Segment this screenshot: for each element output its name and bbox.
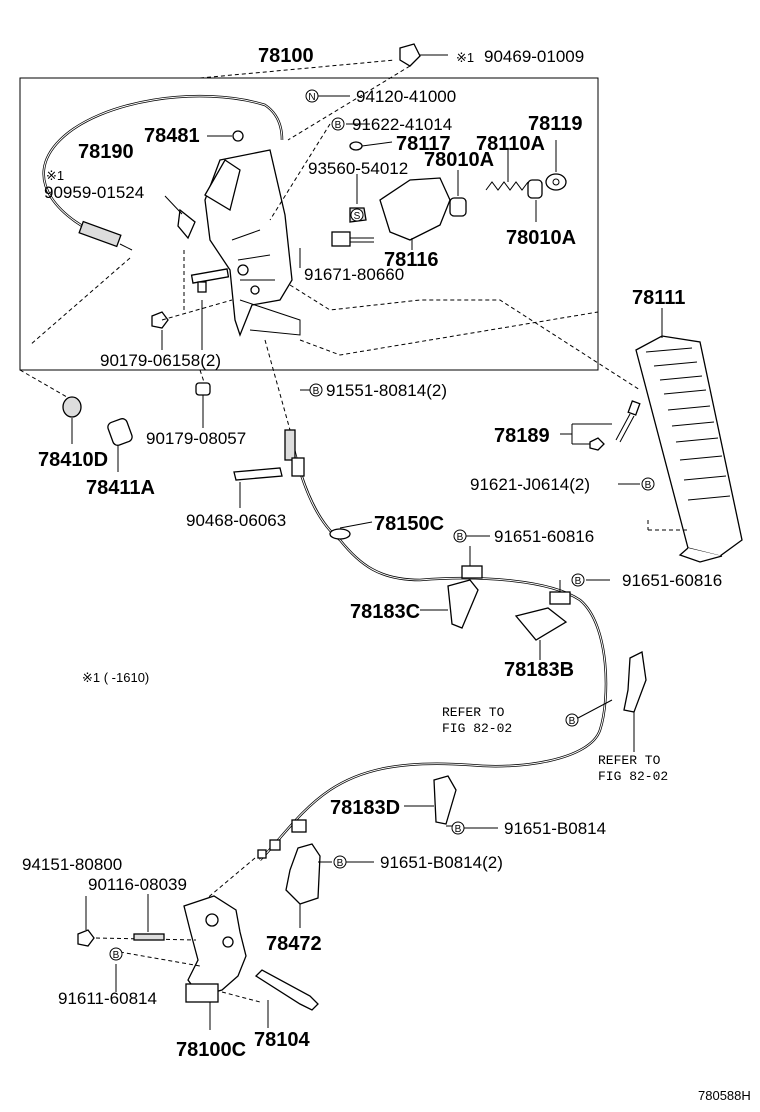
label-91671-80660: 91671-80660 — [304, 265, 404, 284]
bracket-78472 — [285, 843, 332, 928]
label-78150C: 78150C — [374, 513, 444, 535]
label-78411A: 78411A — [86, 477, 155, 499]
svg-text:B: B — [337, 858, 344, 869]
label-78472: 78472 — [266, 933, 322, 955]
label-78117: 78117 — [396, 133, 451, 155]
clamp-90468 — [233, 467, 283, 508]
bushing-90179-08057 — [195, 382, 211, 428]
label-refer-to-2: REFER TO — [598, 753, 661, 768]
bolt-78189 — [571, 400, 641, 451]
label-78111: 78111 — [632, 287, 685, 309]
label-78104: 78104 — [254, 1029, 310, 1051]
bracket-78183D — [404, 775, 457, 827]
label-78190: 78190 — [78, 141, 134, 163]
label-78116: 78116 — [384, 249, 439, 271]
label-x1-mark: ※1 — [456, 50, 474, 65]
label-91651-B0814: 91651-B0814 — [504, 819, 606, 838]
label-91651-60816-a: 91651-60816 — [494, 527, 594, 546]
pedal-78111 — [635, 308, 743, 563]
label-78183B: 78183B — [504, 659, 574, 681]
svg-text:S: S — [354, 211, 361, 222]
nut-90179-06158 — [151, 281, 233, 350]
label-x1-mark-2: ※1 — [46, 168, 64, 183]
assembly-78100-box — [19, 59, 599, 401]
label-91651-B0814-2: 91651-B0814(2) — [380, 853, 503, 872]
label-refer-to-1: REFER TO — [442, 705, 505, 720]
label-90179-06158: 90179-06158(2) — [100, 351, 221, 370]
svg-text:B: B — [575, 576, 582, 587]
label-fig-82-02-2: FIG 82-02 — [598, 769, 668, 784]
label-78183D: 78183D — [330, 797, 400, 819]
label-93560-54012: 93560-54012 — [308, 159, 408, 178]
label-90116-08039: 90116-08039 — [88, 875, 187, 894]
label-90179-08057: 90179-08057 — [146, 429, 246, 448]
label-78010A-top: 78010A — [424, 149, 494, 171]
figure-id: 780588H — [698, 1088, 751, 1103]
clip-90959 — [164, 195, 196, 240]
note-range: ※1 ( -1610) — [82, 670, 149, 685]
svg-text:B: B — [457, 532, 464, 543]
leader-lines — [300, 95, 640, 863]
label-78481: 78481 — [144, 125, 200, 147]
label-78119: 78119 — [528, 113, 583, 135]
label-78110A: 78110A — [476, 133, 545, 155]
bracket-78183B — [514, 607, 568, 660]
nut-94151 — [77, 929, 95, 947]
label-78183C: 78183C — [350, 601, 420, 623]
label-78010A-bottom: 78010A — [506, 227, 576, 249]
label-78189: 78189 — [494, 425, 550, 447]
svg-text:B: B — [455, 824, 462, 835]
label-91651-60816-b: 91651-60816 — [622, 571, 722, 590]
stopper-78410D — [62, 396, 133, 472]
label-78410D: 78410D — [38, 449, 108, 471]
cable-78190 — [29, 94, 284, 346]
label-90959-01524: 90959-01524 — [44, 183, 144, 202]
label-90468-06063: 90468-06063 — [186, 511, 286, 530]
cable-78150C — [204, 339, 608, 901]
label-90469-01009: 90469-01009 — [484, 47, 584, 66]
bracket-78183C — [420, 579, 479, 629]
label-78100: 78100 — [258, 45, 314, 67]
label-fig-82-02-1: FIG 82-02 — [442, 721, 512, 736]
label-91622-41014: 91622-41014 — [352, 115, 452, 134]
svg-text:B: B — [645, 480, 652, 491]
label-94151-80800: 94151-80800 — [22, 855, 122, 874]
pedal-bracket — [183, 149, 301, 337]
bracket-refer-right — [577, 651, 647, 752]
pin-90116 — [133, 894, 165, 941]
svg-text:B: B — [313, 386, 320, 397]
screw-78481 — [207, 130, 244, 142]
svg-text:B: B — [569, 716, 576, 727]
label-91621-J0614: 91621-J0614(2) — [470, 475, 590, 494]
label-91611-60814: 91611-60814 — [58, 989, 157, 1008]
actuator-78100C — [85, 895, 261, 1030]
label-94120-41000: 94120-41000 — [356, 87, 456, 106]
label-91551-80814: 91551-80814(2) — [326, 381, 447, 400]
symbol-markers: N B S B B B B B B B B — [109, 89, 655, 961]
rod-78104 — [254, 969, 319, 1028]
svg-text:B: B — [335, 120, 342, 131]
label-78100C: 78100C — [176, 1039, 246, 1061]
svg-text:B: B — [113, 950, 120, 961]
svg-text:N: N — [308, 92, 315, 103]
part-labels: 78100 ※1 90469-01009 94120-41000 91622-4… — [22, 45, 751, 1103]
